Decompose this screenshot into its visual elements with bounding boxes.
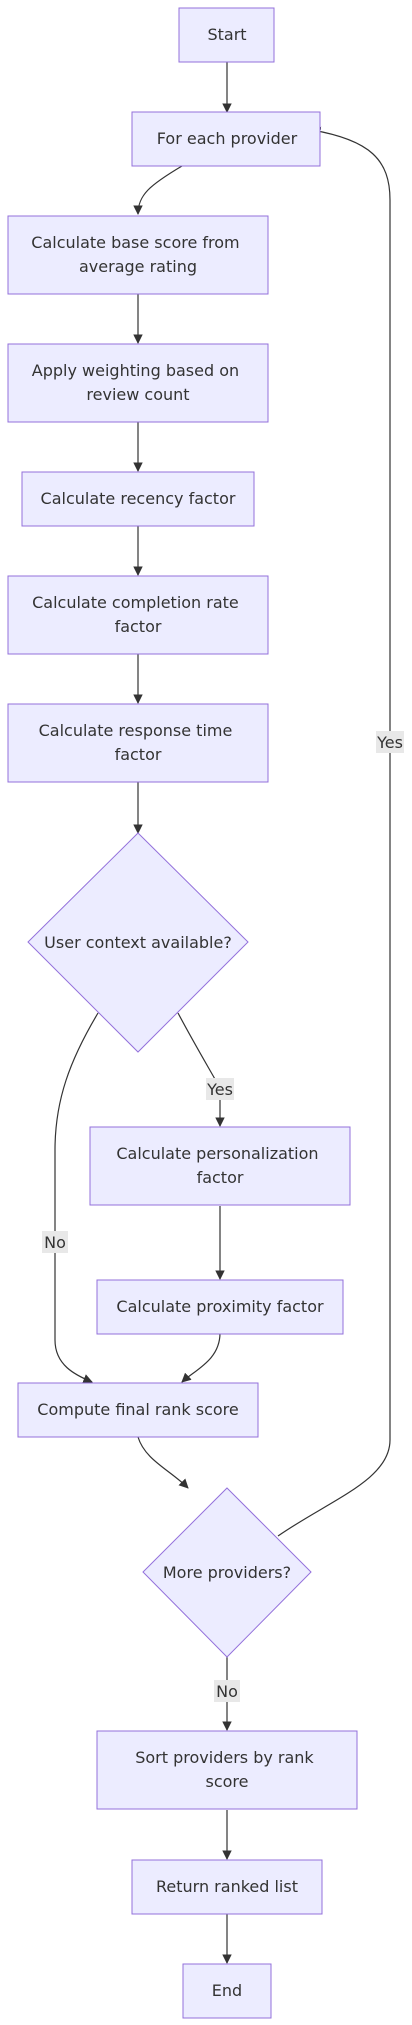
personalization-node: Calculate personalization factor (89, 1126, 351, 1206)
response-time-node: Calculate response time factor (7, 703, 269, 783)
edge-user-context-no (54, 1012, 99, 1384)
nodes: Start For each provider Calculate base s… (7, 7, 358, 2019)
edge-labels: Yes No Yes No (42, 731, 404, 1702)
svg-text:Calculate completion rate: Calculate completion rate factor (32, 593, 244, 636)
svg-text:More providers?: More providers? (163, 1563, 291, 1582)
base-score-node: Calculate base score from average rating (7, 215, 269, 295)
personalization-line-1: Calculate personalization (116, 1144, 318, 1163)
edge-label-context-no: No (42, 1231, 68, 1253)
edge-final-rank-to-more-providers (137, 1436, 189, 1489)
svg-text:Apply weighting based on: Apply weighting based on review count (32, 361, 244, 404)
edge-more-providers-yes (277, 126, 391, 1537)
svg-text:Return ranked list: Return ranked list (156, 1877, 298, 1896)
weighting-line-1: Apply weighting based on (32, 361, 239, 380)
response-line-2: factor (115, 745, 162, 764)
svg-text:Calculate proximity factor: Calculate proximity factor (116, 1297, 324, 1316)
recency-node: Calculate recency factor (21, 471, 255, 527)
edge-user-context-yes (177, 1012, 225, 1127)
edge-for-each-to-base-score (133, 165, 183, 215)
svg-text:Yes: Yes (206, 1080, 233, 1099)
return-list-node: Return ranked list (131, 1859, 323, 1915)
start-node: Start (178, 7, 275, 63)
completion-line-2: factor (115, 617, 162, 636)
edge-label-context-yes: Yes (206, 1078, 234, 1100)
more-providers-decision: More providers? (142, 1487, 312, 1658)
end-node: End (182, 1963, 272, 2019)
svg-text:Yes: Yes (376, 733, 403, 752)
completion-rate-node: Calculate completion rate factor (7, 575, 269, 655)
sort-node: Sort providers by rank score (96, 1730, 358, 1810)
weighting-line-2: review count (86, 385, 189, 404)
svg-text:No: No (216, 1682, 238, 1701)
svg-text:For each provider: For each provider (157, 129, 298, 148)
user-context-decision: User context available? (27, 832, 249, 1053)
svg-text:Start: Start (207, 25, 246, 44)
edge-label-more-yes: Yes (376, 731, 404, 753)
sort-line-1: Sort providers by rank (135, 1748, 314, 1767)
svg-text:Calculate recency factor: Calculate recency factor (41, 489, 236, 508)
completion-line-1: Calculate completion rate (32, 593, 239, 612)
base-score-line-2: average rating (79, 257, 197, 276)
edge-proximity-to-final-rank (181, 1332, 221, 1383)
final-rank-node: Compute final rank score (17, 1382, 259, 1438)
base-score-line-1: Calculate base score from (31, 233, 239, 252)
edge-label-more-no: No (214, 1680, 240, 1702)
svg-text:End: End (212, 1981, 242, 2000)
svg-text:User context available?: User context available? (44, 933, 232, 952)
svg-text:Calculate personalization: Calculate personalization factor (116, 1144, 323, 1187)
svg-text:Calculate base score from: Calculate base score from average rating (31, 233, 244, 276)
response-line-1: Calculate response time (39, 721, 233, 740)
for-each-provider-node: For each provider (131, 111, 321, 167)
sort-line-2: score (206, 1772, 249, 1791)
proximity-node: Calculate proximity factor (96, 1279, 344, 1335)
svg-text:Calculate response time: Calculate response time factor (39, 721, 238, 764)
svg-text:Sort providers by rank: Sort providers by rank score (135, 1748, 319, 1791)
weighting-node: Apply weighting based on review count (7, 343, 269, 423)
personalization-line-2: factor (197, 1168, 244, 1187)
svg-text:Compute final rank score: Compute final rank score (37, 1400, 238, 1419)
svg-text:No: No (44, 1233, 66, 1252)
